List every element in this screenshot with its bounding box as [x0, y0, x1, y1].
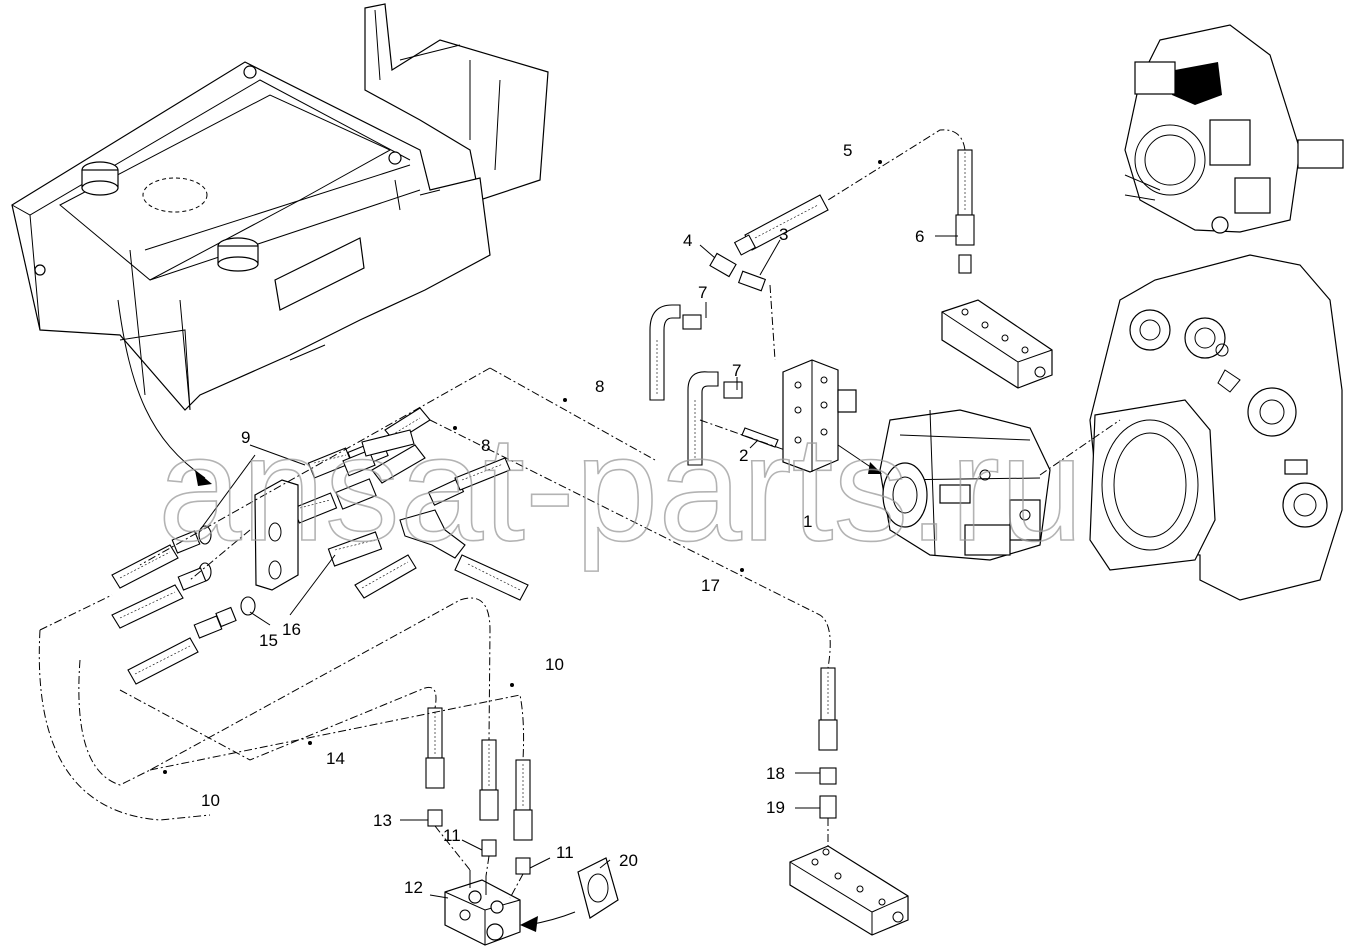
item-20-plate — [520, 857, 619, 932]
callout-labels: 1 2 3 4 5 6 7 7 8 8 9 10 10 11 11 12 13 … — [201, 141, 924, 897]
hydraulic-pump-icon — [444, 870, 521, 946]
callout-1: 1 — [803, 512, 812, 531]
callout-8b: 8 — [481, 436, 490, 455]
callout-12: 12 — [404, 878, 423, 897]
hydraulic-pump-icon — [879, 409, 1051, 561]
hydraulic-hose-icon — [111, 149, 975, 875]
callout-6: 6 — [915, 227, 924, 246]
callout-20: 20 — [619, 851, 638, 870]
callout-11b: 11 — [556, 843, 574, 862]
callout-10a: 10 — [545, 655, 564, 674]
callout-9: 9 — [241, 428, 250, 447]
callout-16: 16 — [282, 620, 301, 639]
machine-frame-icon — [11, 3, 549, 486]
callout-11a: 11 — [443, 826, 461, 845]
manifold-block-icon — [789, 845, 909, 936]
callout-4: 4 — [683, 231, 692, 250]
manifold-block-icon — [782, 359, 882, 474]
callout-13: 13 — [373, 811, 392, 830]
callout-5: 5 — [843, 141, 852, 160]
gearbox-housing-icon — [1089, 254, 1343, 601]
assembly-thumbnail-icon — [1124, 24, 1344, 234]
callout-17: 17 — [701, 576, 720, 595]
callout-18: 18 — [766, 764, 785, 783]
leader-lines — [199, 235, 958, 899]
manifold-block-icon — [941, 299, 1053, 389]
route-dots — [163, 160, 882, 774]
callout-7a: 7 — [698, 283, 707, 302]
hose-route-lines — [38, 129, 1121, 899]
watermark: ansat-parts.ru — [158, 404, 1083, 572]
callout-8a: 8 — [595, 377, 604, 396]
callout-15: 15 — [259, 631, 278, 650]
callout-10b: 10 — [201, 791, 220, 810]
callout-14: 14 — [326, 749, 345, 768]
callout-19: 19 — [766, 798, 785, 817]
callout-7b: 7 — [732, 361, 741, 380]
callout-3: 3 — [779, 225, 788, 244]
callout-2: 2 — [739, 446, 748, 465]
